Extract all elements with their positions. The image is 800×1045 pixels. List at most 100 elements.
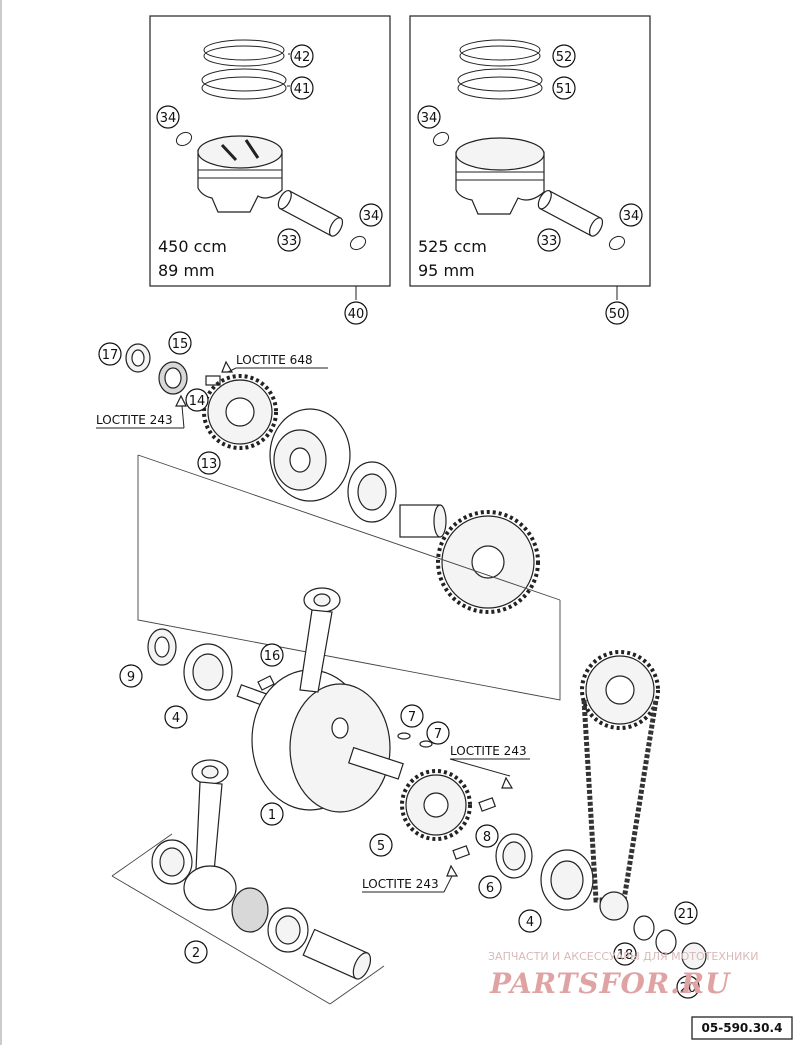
callout-number: 34 xyxy=(421,111,438,126)
callout-c34_r1: 34 xyxy=(417,105,441,129)
bolt xyxy=(205,375,221,386)
washer xyxy=(633,915,655,941)
callout-number: 7 xyxy=(408,710,416,725)
circlip xyxy=(175,131,193,147)
callout-number: 20 xyxy=(680,981,697,996)
piston-pin xyxy=(537,190,604,237)
callout-number: 41 xyxy=(294,82,311,97)
callout-number: 4 xyxy=(172,711,180,726)
crank-sprocket xyxy=(599,891,629,921)
loctite-243-note: LOCTITE 243 xyxy=(450,744,527,758)
callout-layer: 4241343433405251343433501715141316941778… xyxy=(98,44,700,999)
piston-pin xyxy=(277,190,344,237)
callout-number: 21 xyxy=(678,907,695,922)
callout-c50: 50 xyxy=(605,301,629,325)
bore-label: 95 mm xyxy=(418,261,475,280)
callout-number: 40 xyxy=(348,307,365,322)
displacement-label: 450 ccm xyxy=(158,237,227,256)
callout-number: 7 xyxy=(434,727,442,742)
loctite-243-note: LOCTITE 243 xyxy=(362,877,439,891)
callout-c7b: 7 xyxy=(426,721,450,745)
callout-number: 9 xyxy=(127,670,135,685)
watermark-logo: PARTSFOR.RU xyxy=(489,967,731,1000)
callout-number: 13 xyxy=(201,457,218,472)
conrod-beam xyxy=(195,781,223,873)
callout-number: 17 xyxy=(102,348,119,363)
key xyxy=(397,732,411,740)
callout-number: 34 xyxy=(363,209,380,224)
circlip xyxy=(608,235,626,251)
callout-number: 6 xyxy=(486,881,494,896)
watermark: ЗАПЧАСТИ И АКСЕССУАРЫ ДЛЯ МОТОТЕХНИКИ PA… xyxy=(488,950,758,1000)
callout-c7a: 7 xyxy=(400,704,424,728)
woodruff-key xyxy=(257,675,275,691)
key xyxy=(419,740,433,748)
callout-number: 15 xyxy=(172,337,189,352)
callout-number: 5 xyxy=(377,839,385,854)
callout-c33_l: 33 xyxy=(277,228,301,252)
loctite-648-note: LOCTITE 648 xyxy=(236,353,313,367)
bore-label: 89 mm xyxy=(158,261,215,280)
callout-c8: 8 xyxy=(475,824,499,848)
piston-ring-top xyxy=(203,39,285,61)
loctite-243-note: LOCTITE 243 xyxy=(96,413,173,427)
timing-chain-group xyxy=(580,650,707,970)
callout-c13: 13 xyxy=(197,451,221,475)
loctite-notes: LOCTITE 648 LOCTITE 243 LOCTITE 243 LOCT… xyxy=(96,353,530,893)
circlip xyxy=(349,235,367,251)
callout-number: 34 xyxy=(623,209,640,224)
bolt xyxy=(478,797,497,812)
callout-number: 4 xyxy=(526,915,534,930)
callout-number: 2 xyxy=(192,946,200,961)
callout-c34_l1: 34 xyxy=(156,105,180,129)
callout-c2: 2 xyxy=(184,940,208,964)
piston-kit-525: 525 ccm 95 mm xyxy=(409,15,651,300)
callout-c40: 40 xyxy=(344,301,368,325)
callout-c9: 9 xyxy=(119,664,143,688)
callout-c34_l2: 34 xyxy=(359,203,383,227)
piston-ring-top xyxy=(459,39,541,61)
washer xyxy=(655,929,677,955)
callout-c18: 18 xyxy=(613,942,637,966)
callout-c41: 41 xyxy=(290,76,314,100)
piston-kit-450: 450 ccm 89 mm xyxy=(149,15,391,300)
piston-ring-oil xyxy=(457,68,543,92)
callout-number: 42 xyxy=(294,50,311,65)
callout-number: 33 xyxy=(281,234,298,249)
callout-c1: 1 xyxy=(260,802,284,826)
callout-number: 51 xyxy=(556,82,573,97)
timing-chain xyxy=(581,699,659,903)
callout-c14: 14 xyxy=(185,388,209,412)
crank-pin xyxy=(302,928,372,980)
circlip xyxy=(432,131,450,147)
displacement-label: 525 ccm xyxy=(418,237,487,256)
callout-c33_r: 33 xyxy=(537,228,561,252)
conrod-kit xyxy=(111,759,385,1005)
piston-ring-oil xyxy=(201,68,287,92)
callout-number: 34 xyxy=(160,111,177,126)
watermark-tagline: ЗАПЧАСТИ И АКСЕССУАРЫ ДЛЯ МОТОТЕХНИКИ xyxy=(488,950,758,963)
callout-c34_r2: 34 xyxy=(619,203,643,227)
callout-c16: 16 xyxy=(260,643,284,667)
callout-number: 16 xyxy=(264,649,281,664)
callout-c52: 52 xyxy=(552,44,576,68)
diagram-code: 05-590.30.4 xyxy=(691,1016,793,1040)
connecting-rod xyxy=(299,587,341,693)
callout-c51: 51 xyxy=(552,76,576,100)
conrod-big-end xyxy=(183,865,237,911)
callout-number: 1 xyxy=(268,808,276,823)
callout-c4b: 4 xyxy=(518,909,542,933)
balancer-shaft-group xyxy=(125,343,561,701)
crankshaft xyxy=(236,669,404,813)
callout-number: 52 xyxy=(556,50,573,65)
nut xyxy=(681,942,707,970)
crankshaft-group xyxy=(147,587,594,911)
callout-c42: 42 xyxy=(290,44,314,68)
callout-number: 8 xyxy=(483,830,491,845)
callout-c21: 21 xyxy=(674,901,698,925)
callout-number: 14 xyxy=(189,394,206,409)
callout-number: 33 xyxy=(541,234,558,249)
callout-c6: 6 xyxy=(478,875,502,899)
needle-cage xyxy=(231,887,269,933)
